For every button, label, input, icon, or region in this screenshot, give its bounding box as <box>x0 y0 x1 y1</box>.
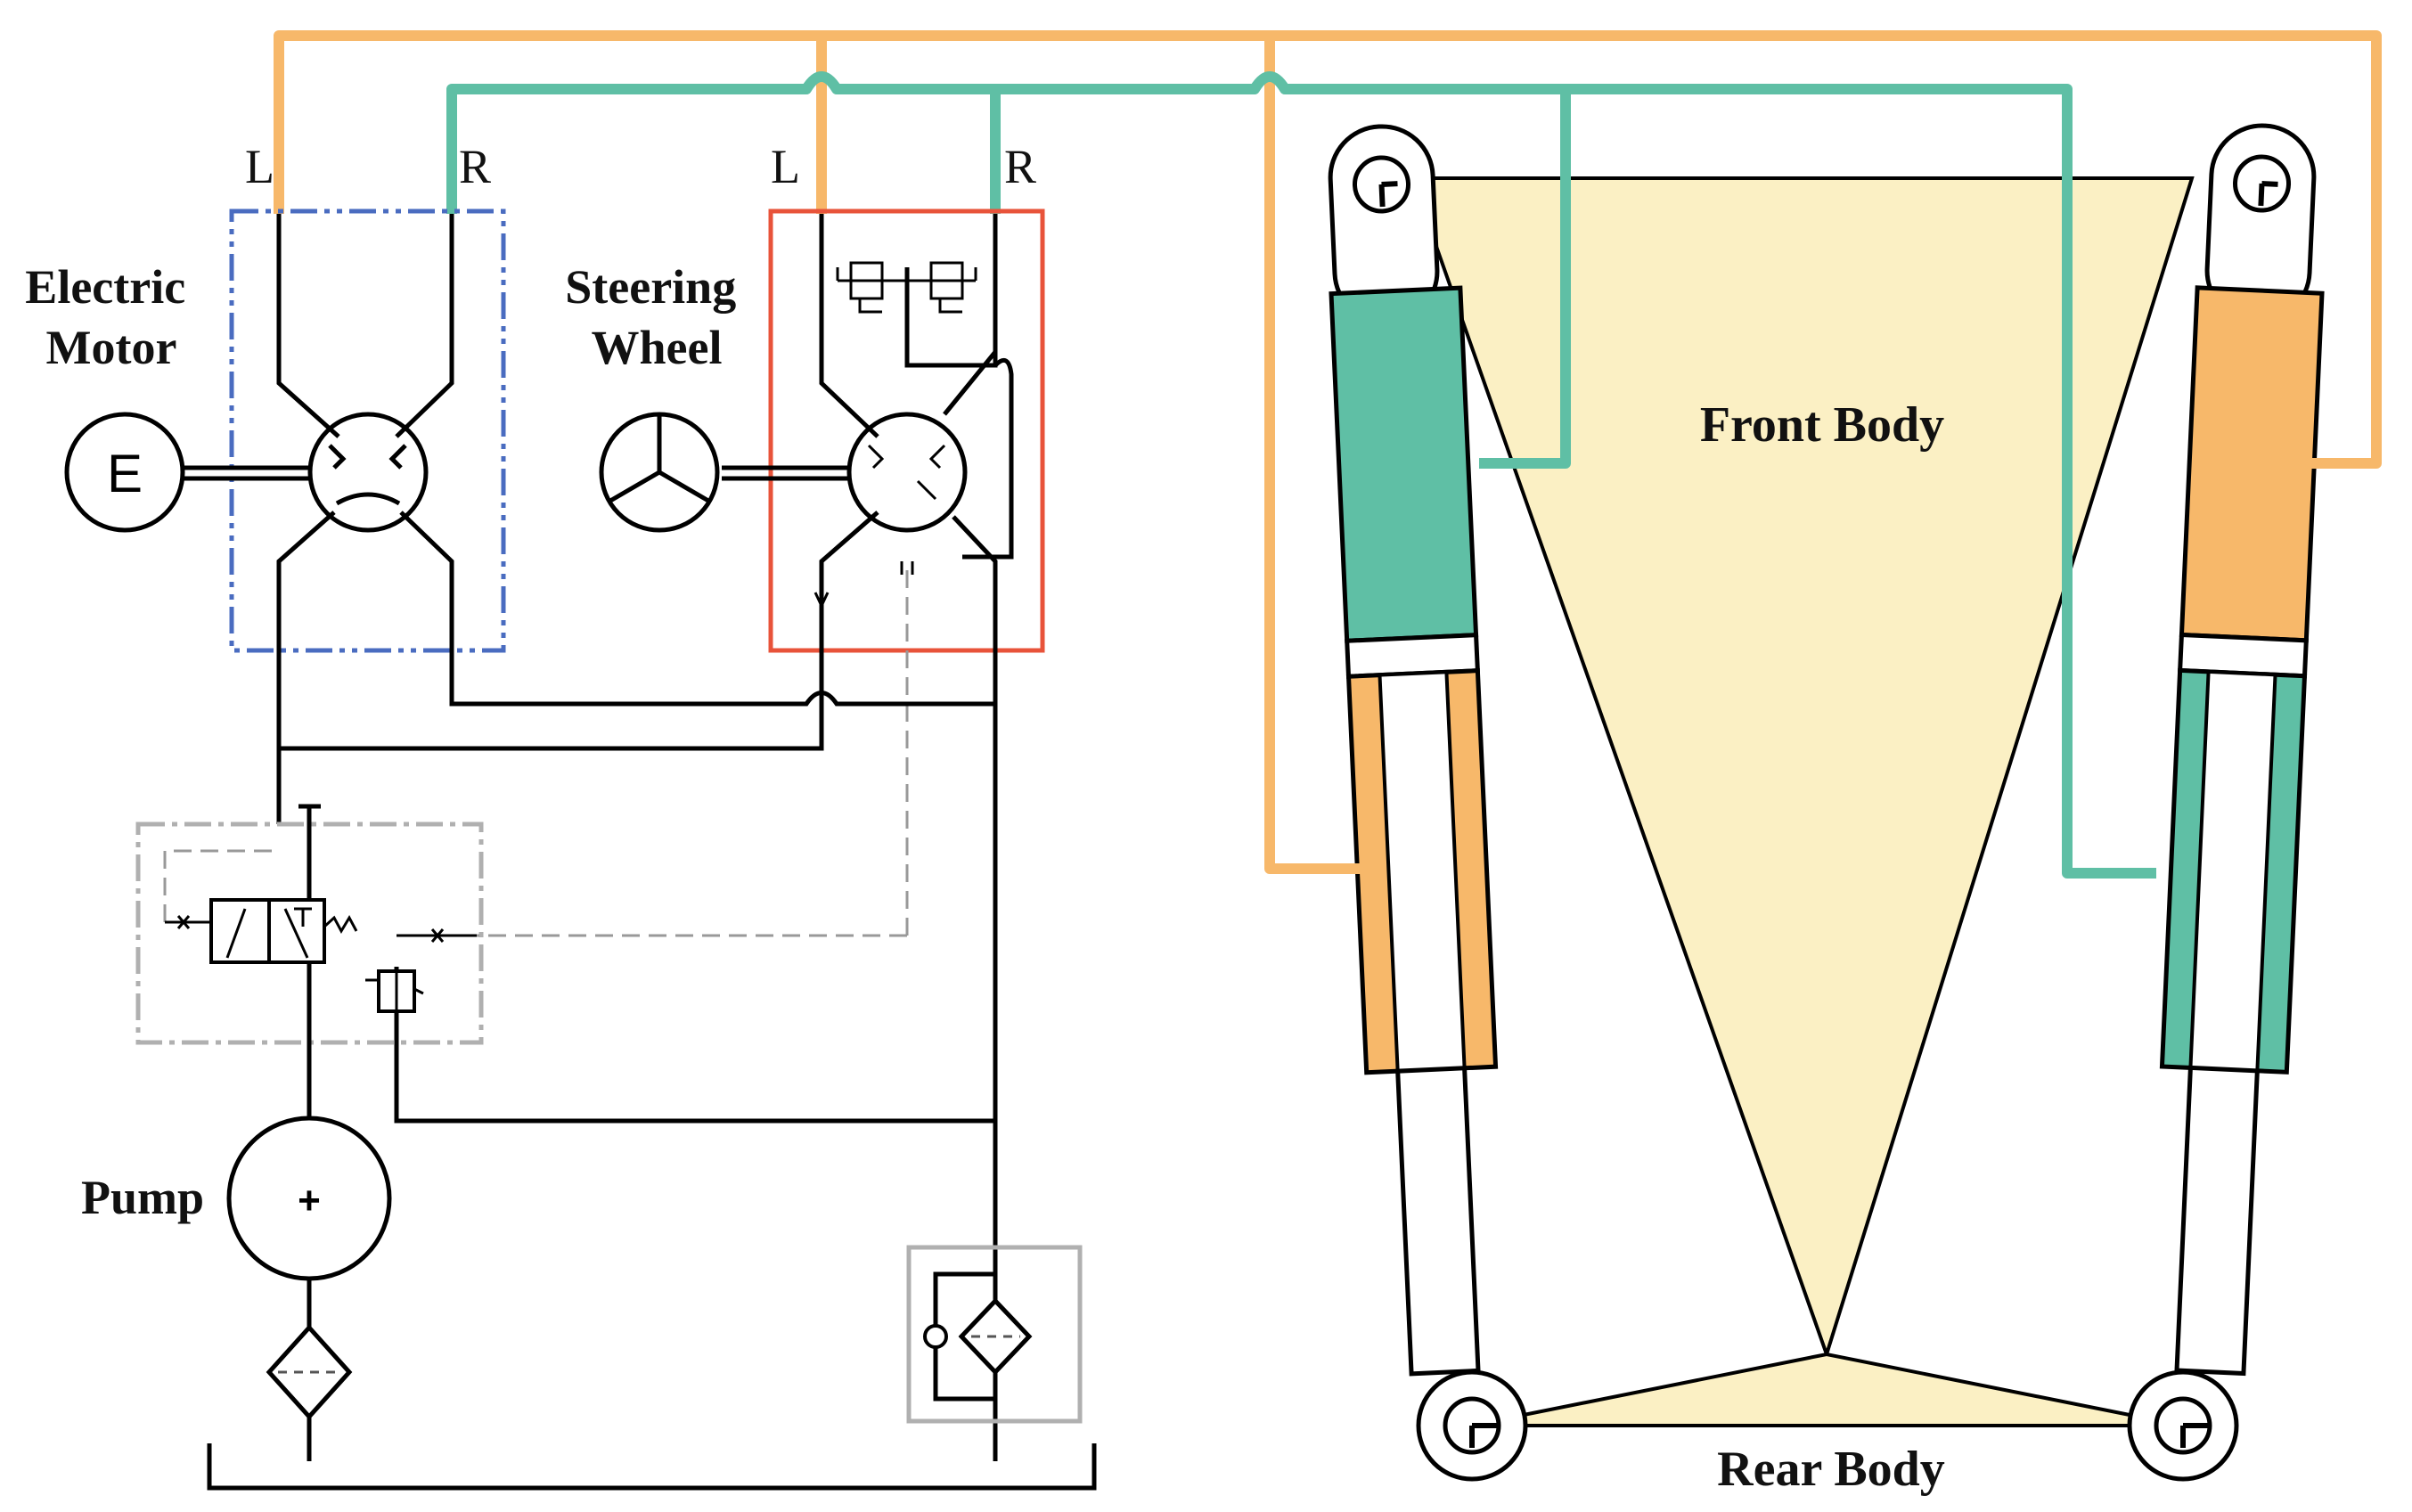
priority-valve-spool-right <box>267 898 326 964</box>
left-cylinder-chamber-teal <box>1329 285 1479 643</box>
pump-label: Pump <box>81 1171 204 1224</box>
electric-motor-icon <box>64 412 185 533</box>
return-filter-box <box>906 1245 1083 1424</box>
right-cylinder <box>2159 123 2325 1377</box>
electric-motor-unit-box <box>229 208 506 653</box>
motor-port-left-label: L <box>245 140 274 193</box>
electric-motor-symbol: E <box>107 444 143 503</box>
right-cylinder-rod <box>2174 1065 2260 1377</box>
relief-to-tank-line <box>394 967 995 1124</box>
teal-hydraulic-line <box>446 71 2156 879</box>
steering-port-left-label: L <box>771 140 800 193</box>
priority-valve-spool-left <box>209 898 271 964</box>
motor-l-to-steering-supply <box>276 650 824 751</box>
steering-wheel-label-line1: Steering <box>565 260 736 314</box>
hydraulic-tank <box>207 1443 1097 1491</box>
steering-port-right-label: R <box>1004 140 1036 193</box>
return-check-valve <box>923 1324 948 1349</box>
electric-motor-label: Electric Motor <box>25 260 197 374</box>
pump-symbol: + <box>298 1179 321 1222</box>
steering-wheel-label-line2: Wheel <box>592 321 723 374</box>
rear-body-shape <box>1469 1352 2184 1427</box>
left-cylinder <box>1328 124 1499 1377</box>
motor-port-right-label: R <box>459 140 491 193</box>
steering-valve-circle <box>846 412 968 533</box>
front-body-label: Front Body <box>1700 397 1944 453</box>
left-cylinder-rod <box>1395 1066 1481 1377</box>
steering-wheel-label: Steering Wheel <box>565 260 748 374</box>
orange-hydraulic-line <box>274 30 2382 874</box>
motor-r-to-steering-return <box>449 650 995 707</box>
priority-pilot-line <box>163 849 907 937</box>
electric-motor-label-line1: Electric <box>25 260 185 314</box>
electric-motor-label-line2: Motor <box>46 321 177 374</box>
motor-valve-circle <box>307 412 429 533</box>
rear-body-label: Rear Body <box>1717 1442 1945 1497</box>
front-body-shape <box>1410 176 2195 1361</box>
